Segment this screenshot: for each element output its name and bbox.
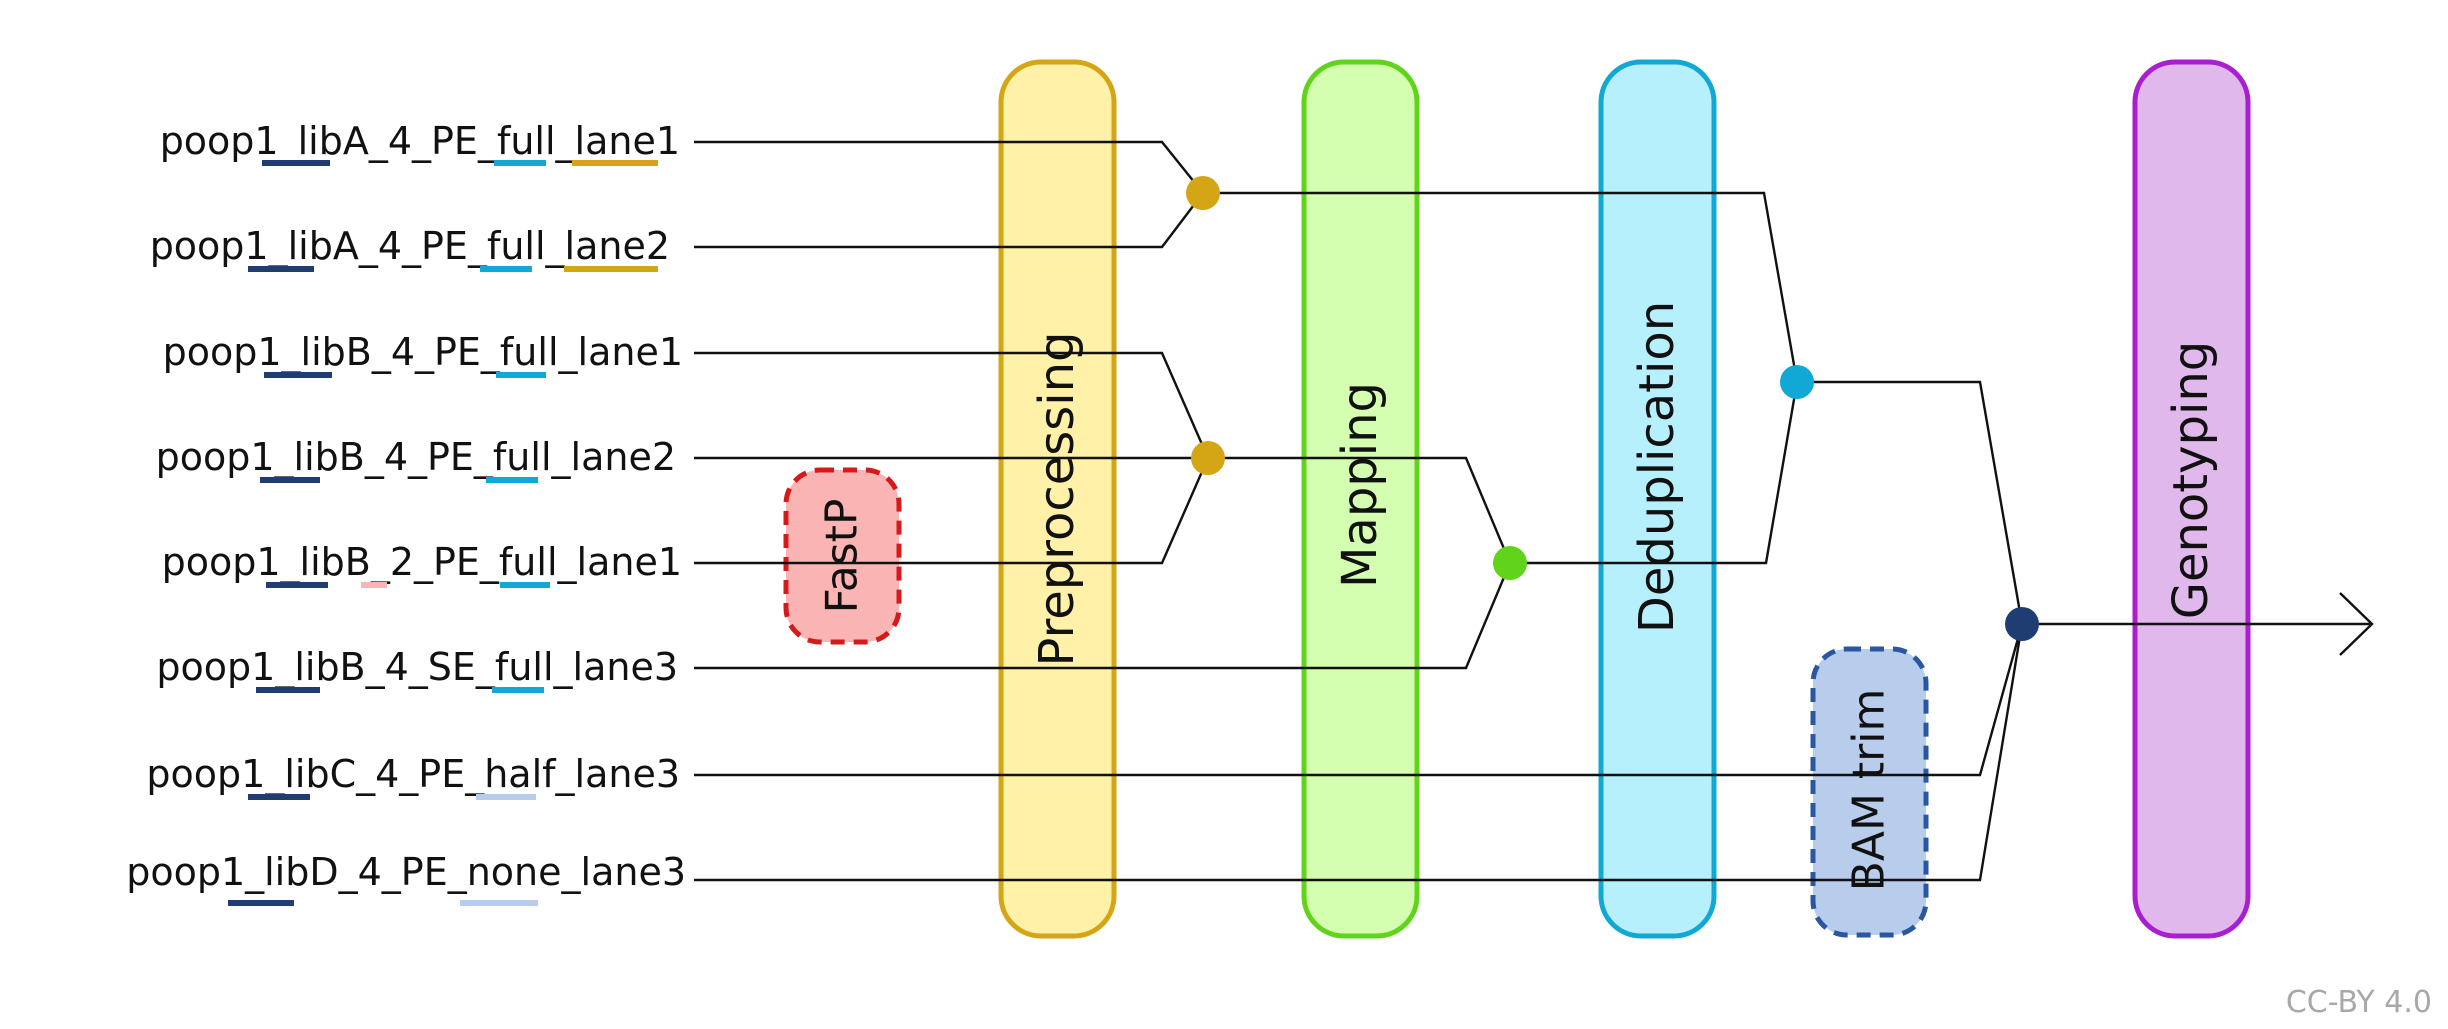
underline-full-1 <box>494 160 546 166</box>
underline-half-7 <box>476 794 536 800</box>
underline-full-2 <box>480 266 532 272</box>
mapping-box <box>1301 59 1420 939</box>
underline-libA-1 <box>262 160 330 166</box>
wire-input-3 <box>694 351 1210 459</box>
wire-input-5 <box>694 457 1210 565</box>
wire-dedup-merged <box>1797 380 2024 625</box>
preprocessing-box <box>998 59 1117 939</box>
input-label-4: poop1_libB_4_PE_full_lane2 <box>156 435 676 479</box>
bam-trim-label: BAM trim <box>1844 689 1895 892</box>
merge-node-dedup <box>1780 365 1814 399</box>
wire-input-2 <box>694 192 1204 249</box>
bam-trim-box <box>1810 646 1929 938</box>
underline-none-8 <box>460 900 538 906</box>
wire-input-1 <box>694 140 1204 194</box>
wires <box>694 140 2374 882</box>
merge-nodes <box>1186 176 2039 641</box>
wire-libB-all-merged <box>1510 381 1799 565</box>
input-label-5: poop1_libB_2_PE_full_lane1 <box>162 540 682 584</box>
underline-libB-5 <box>266 582 328 588</box>
stage-boxes <box>783 59 2251 939</box>
fastp-box <box>783 467 902 645</box>
underline-libA-2 <box>248 266 314 272</box>
underline-libB-3 <box>264 372 332 378</box>
input-label-6: poop1_libB_4_SE_full_lane3 <box>156 645 678 689</box>
underline-lane-2 <box>564 266 658 272</box>
input-label-2: poop1_libA_4_PE_full_lane2 <box>150 224 670 268</box>
label-underlines <box>228 160 658 906</box>
output-arrowhead <box>2339 592 2374 656</box>
merge-node-libB <box>1191 441 1225 475</box>
stage-labels: Preprocessing Mapping Deduplication Geno… <box>817 301 2220 891</box>
preprocessing-label: Preprocessing <box>1029 332 1085 667</box>
merge-node-libB-mapped <box>1493 546 1527 580</box>
genotyping-label: Genotyping <box>2163 341 2219 619</box>
underline-full-4 <box>486 477 538 483</box>
deduplication-box <box>1598 59 1717 939</box>
input-label-8: poop1_libD_4_PE_none_lane3 <box>126 850 686 894</box>
underline-two-5 <box>361 582 387 588</box>
input-label-7: poop1_libC_4_PE_half_lane3 <box>146 752 680 796</box>
underline-lane-1 <box>572 160 658 166</box>
merge-node-final <box>2005 607 2039 641</box>
wire-input-8 <box>694 623 2024 882</box>
merge-node-libA <box>1186 176 1220 210</box>
underline-libD-8 <box>228 900 294 906</box>
fastp-label: FastP <box>817 499 868 614</box>
underline-libB-6 <box>256 687 320 693</box>
underline-libB-4 <box>260 477 320 483</box>
mapping-label: Mapping <box>1332 382 1388 588</box>
wire-input-7 <box>694 623 2024 777</box>
wire-libA-merged <box>1203 191 1799 383</box>
input-label-3: poop1_libB_4_PE_full_lane1 <box>163 330 683 374</box>
input-label-1: poop1_libA_4_PE_full_lane1 <box>160 119 680 163</box>
underline-full-3 <box>496 372 546 378</box>
underline-libC-7 <box>248 794 310 800</box>
license-text: CC-BY 4.0 <box>2286 985 2432 1020</box>
underline-full-6 <box>492 687 544 693</box>
wire-libB-merged <box>1208 456 1512 564</box>
genotyping-box <box>2132 59 2251 939</box>
input-labels: poop1_libA_4_PE_full_lane1 poop1_libA_4_… <box>126 119 686 894</box>
deduplication-label: Deduplication <box>1629 301 1685 633</box>
wire-input-6 <box>694 562 1512 670</box>
underline-full-5 <box>500 582 550 588</box>
